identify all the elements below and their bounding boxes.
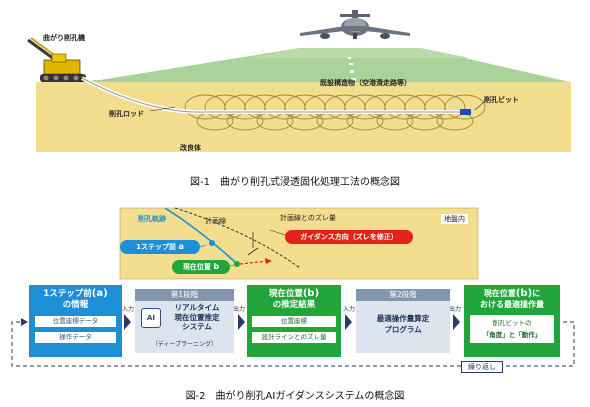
label-plan-line: 計画線 <box>205 217 226 225</box>
label-drilling-machine: 曲がり削孔機 <box>43 34 85 42</box>
arrow-input2 <box>345 314 352 330</box>
prev-step-title-letter: (a) <box>91 288 108 299</box>
prev-step-item-coordinates: 位置座標データ <box>35 316 116 327</box>
prev-position-letter: a <box>178 242 184 251</box>
current-position-letter: b <box>213 262 220 271</box>
current-position-estimate-box: 現在位置(b) の推定結果 位置座標 設計ラインとのズレ量 <box>247 285 341 357</box>
optimal-title: 現在位置(b)に おける最適操作量 <box>464 288 560 310</box>
estimate-item-deviation: 設計ラインとのズレ量 <box>252 332 336 343</box>
prev-step-item-operation: 操作データ <box>35 332 116 343</box>
optimal-title-letter: (b) <box>515 288 533 299</box>
prev-position-badge: 1ステップ前 a <box>120 240 200 254</box>
optimal-item1: 削孔ビットの <box>492 319 532 327</box>
stage1-box: 第1段階 AI リアルタイム 現在位置推定 システム （ディープラーニング） <box>135 289 234 353</box>
prev-step-info-title: 1ステップ前(a) の情報 <box>29 288 122 311</box>
flow-output2-label: 出力 <box>449 306 462 313</box>
stage2-header: 第2段階 <box>356 289 450 301</box>
figure1-illustration <box>27 10 571 152</box>
stage1-line1: リアルタイム <box>174 303 220 312</box>
drill-bit-icon <box>460 109 471 115</box>
ai-chip-icon: AI <box>141 308 161 328</box>
label-improved-body: 改良体 <box>180 144 201 152</box>
airplane-icon <box>300 10 410 39</box>
drilling-machine-icon <box>27 37 86 82</box>
stage2-line2: プログラム <box>384 325 422 334</box>
optimal-item2: 「角度」と「動作」 <box>482 331 542 339</box>
stage1-sub: （ディープラーニング） <box>151 341 218 348</box>
flow-input1-label: 入力 <box>122 306 135 313</box>
label-drilling-rod: 削孔ロッド <box>109 110 144 118</box>
guidance-direction-label: ガイダンス方向（ズレを修正） <box>300 233 398 241</box>
estimate-title-letter: (b) <box>302 288 320 299</box>
optimal-title-suffix: に <box>532 289 541 298</box>
prev-position-label: 1ステップ前 <box>136 243 177 251</box>
estimate-item-coordinates: 位置座標 <box>252 316 336 327</box>
stage2-line1: 最適操作量算定 <box>376 314 430 323</box>
optimal-title-text: 現在位置 <box>483 289 516 298</box>
stage1-title: リアルタイム 現在位置推定 システム <box>162 303 232 332</box>
improved-bodies <box>184 94 486 131</box>
prev-step-info-box: 1ステップ前(a) の情報 位置座標データ 操作データ <box>29 285 122 357</box>
prev-step-title-text: 1ステップ前 <box>43 289 92 299</box>
current-position-badge: 現在位置 b <box>172 260 230 274</box>
figure2-caption: 図-2 曲がり削孔AIガイダンスシステムの概念図 <box>185 391 405 402</box>
arrow-input1 <box>124 314 131 330</box>
plan-line <box>174 207 301 269</box>
estimate-title-line2: の推定結果 <box>272 300 316 310</box>
repeat-loop <box>11 321 575 367</box>
current-position-label: 現在位置 <box>182 263 211 271</box>
flow-output1-label: 出力 <box>233 306 246 313</box>
arrow-output1 <box>238 314 245 330</box>
ai-chip-label: AI <box>146 314 156 322</box>
optimal-title-line2: おける最適操作量 <box>480 300 544 309</box>
label-underground: 地盤内 <box>441 214 468 224</box>
label-existing-structure: 既設構造物（空港滑走路等） <box>320 79 411 87</box>
figure1-caption: 図-1 曲がり削孔式浸透固化処理工法の概念図 <box>190 177 400 188</box>
label-deviation: 計画線とのズレ量 <box>280 214 336 222</box>
label-drill-bit: 削孔ビット <box>484 96 519 104</box>
estimate-title-text: 現在位置 <box>268 289 303 299</box>
stage1-line2: 現在位置推定 <box>174 312 220 322</box>
prev-step-title-line2: の情報 <box>62 300 89 310</box>
optimal-items: 削孔ビットの 「角度」と「動作」 <box>470 315 554 343</box>
arrow-output2 <box>453 314 460 330</box>
stage1-header: 第1段階 <box>135 289 234 301</box>
ground <box>36 82 571 152</box>
estimate-title: 現在位置(b) の推定結果 <box>247 288 341 311</box>
stage1-line3: システム <box>182 322 212 331</box>
label-trajectory: 削孔軌跡 <box>138 215 166 223</box>
flow-input2-label: 入力 <box>343 306 356 313</box>
drilling-trajectory <box>164 207 236 263</box>
repeat-label: 繰り返し <box>461 361 503 373</box>
point-a <box>209 240 215 246</box>
stage2-title: 最適操作量算定 プログラム <box>356 313 450 335</box>
runway-surface <box>250 48 470 58</box>
point-b <box>234 261 240 267</box>
stage2-box: 第2段階 最適操作量算定 プログラム <box>356 289 450 353</box>
guidance-direction-badge: ガイダンス方向（ズレを修正） <box>285 230 413 244</box>
optimal-operation-box: 現在位置(b)に おける最適操作量 削孔ビットの 「角度」と「動作」 <box>464 285 560 357</box>
